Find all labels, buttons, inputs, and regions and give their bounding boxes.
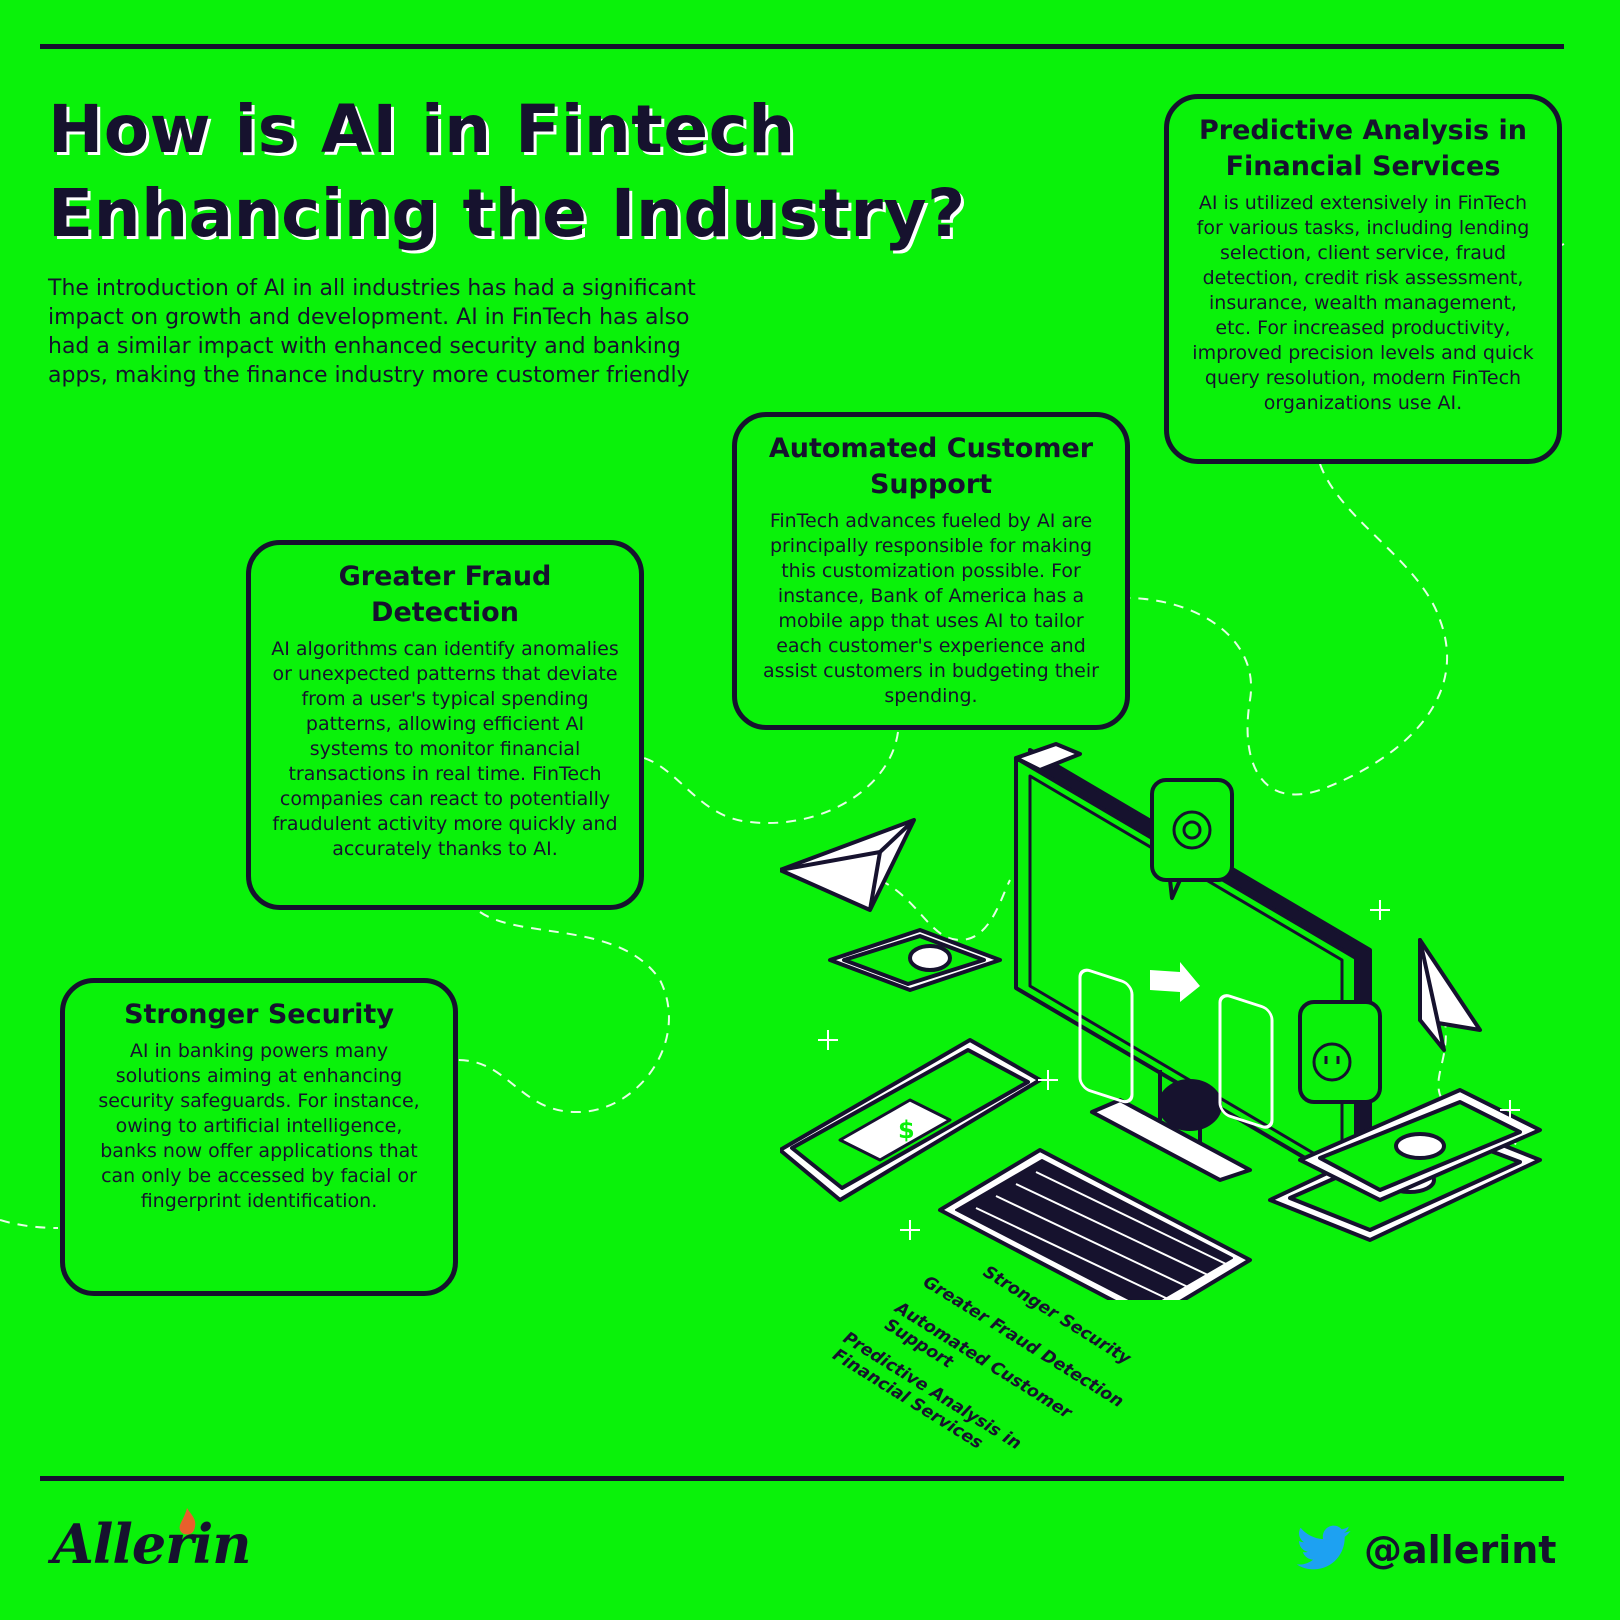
card-title: Greater Fraud Detection: [338, 561, 552, 628]
card-body: AI in banking powers many solutions aimi…: [98, 1040, 420, 1212]
twitter-bird-icon: [1296, 1525, 1351, 1570]
card-customer-support: Automated Customer Support FinTech advan…: [732, 412, 1130, 730]
card-predictive-analysis: Predictive Analysis in Financial Service…: [1164, 94, 1562, 464]
svg-text:$: $: [898, 1116, 915, 1144]
card-body: AI algorithms can identify anomalies or …: [271, 638, 619, 860]
smiley-bubble-icon: [1298, 1000, 1382, 1104]
card-title: Stronger Security: [124, 999, 394, 1030]
paper-plane-icon: [1418, 938, 1482, 1052]
smartphone-icon: $: [780, 1038, 1042, 1202]
banknote-icon: [1268, 1088, 1542, 1242]
card-body: FinTech advances fueled by AI are princi…: [763, 510, 1099, 707]
paper-plane-icon: [780, 818, 916, 912]
fintech-illustration: $: [780, 742, 1542, 1300]
top-rule: [40, 44, 1564, 49]
twitter-handle[interactable]: @allerint: [1296, 1520, 1556, 1580]
flame-icon: [179, 1508, 196, 1535]
bottom-rule: [40, 1476, 1564, 1481]
isometric-labels: Stronger Security Greater Fraud Detectio…: [829, 1240, 1250, 1460]
gear-bubble-icon: [1150, 778, 1234, 900]
transfer-card-icon: [1078, 962, 1274, 1129]
banknote-icon: [828, 928, 1002, 992]
keyboard-icon: [938, 1148, 1252, 1300]
card-body: AI is utilized extensively in FinTech fo…: [1192, 192, 1534, 414]
card-title: Automated Customer Support: [768, 433, 1094, 500]
card-fraud-detection: Greater Fraud Detection AI algorithms ca…: [246, 540, 644, 910]
card-title: Predictive Analysis in Financial Service…: [1199, 115, 1527, 182]
allerin-logo: Allerin: [52, 1512, 252, 1576]
intro-paragraph: The introduction of AI in all industries…: [48, 276, 696, 388]
page-title: How is AI in Fintech Enhancing the Indus…: [48, 91, 966, 252]
handle-text: @allerint: [1364, 1528, 1557, 1572]
card-stronger-security: Stronger Security AI in banking powers m…: [60, 978, 458, 1296]
